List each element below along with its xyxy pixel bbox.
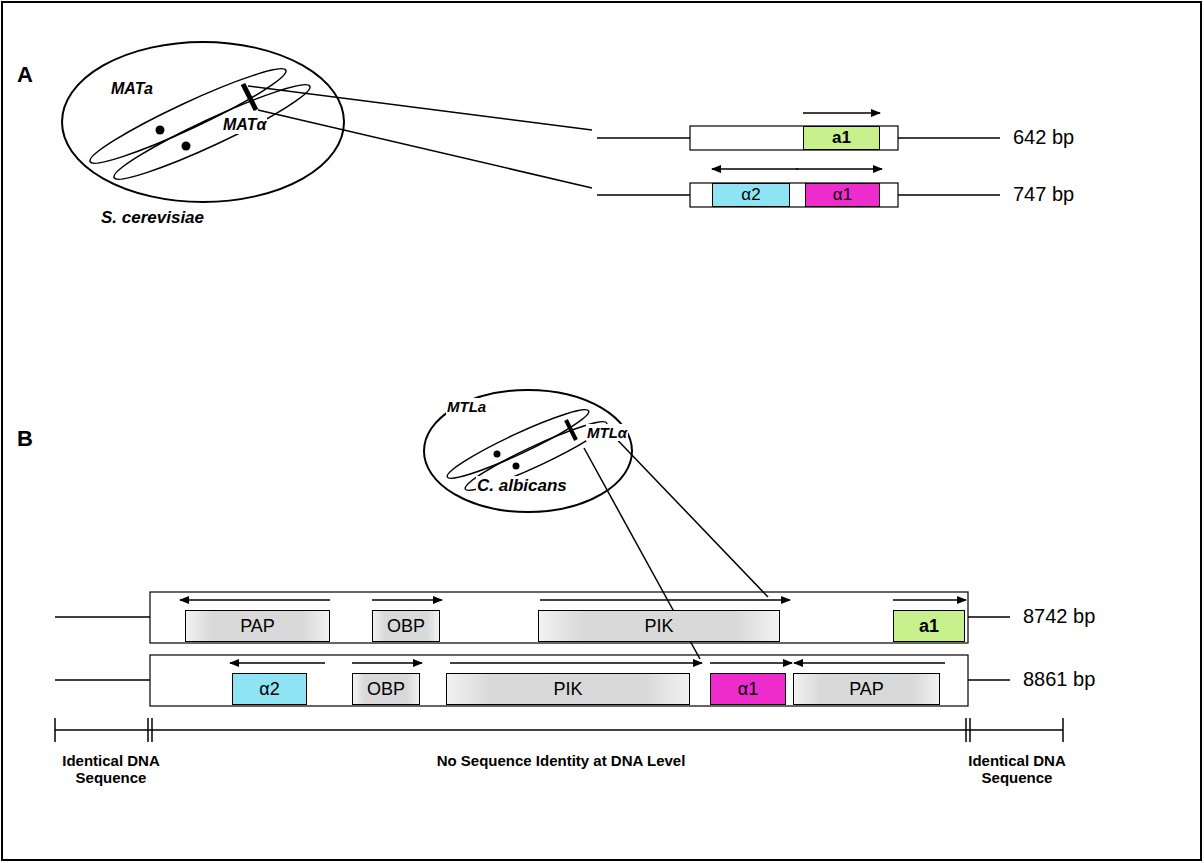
gene-name: PIK [644,616,673,637]
gene-box: a1 [803,126,880,150]
gene-name: a1 [919,616,939,637]
gene-name: a1 [832,128,851,148]
gene-name: OBP [387,616,425,637]
gene-name: OBP [367,679,405,700]
locus-name: MATa [110,80,154,98]
gene-box: PIK [538,610,780,642]
gene-name: α2 [741,185,760,205]
size-label: 747 bp [1012,183,1075,206]
gene-box: OBP [372,610,440,642]
species-name: C. albicans [476,476,568,496]
locus-name: MTLa [446,398,487,415]
leader-line [248,86,592,130]
gene-box: PAP [793,673,940,705]
size-label: 642 bp [1012,126,1075,149]
gene-box: PAP [185,610,330,642]
panel-letter: B [16,426,34,451]
leader-line [258,110,592,188]
size-label: 8742 bp [1022,605,1096,628]
gene-name: PIK [553,679,582,700]
candida-cell [424,390,632,512]
species-name: S. cerevisiae [100,208,205,228]
gene-name: α2 [259,679,279,700]
gene-name: PAP [240,616,275,637]
mtl-locus [55,592,1010,706]
gene-name: α1 [833,185,852,205]
gene-box: OBP [352,673,420,705]
region-label: Identical DNA Sequence [946,752,1088,787]
yeast-cell [62,42,344,202]
locus-name: MTLα [586,424,628,441]
gene-box: α2 [232,673,307,705]
gene-name: PAP [849,679,884,700]
gene-box: a1 [893,610,965,642]
gene-box: α2 [712,183,790,207]
gene-box: α1 [710,673,786,705]
region-label: Identical DNA Sequence [40,752,182,787]
panel-letter: A [16,62,34,87]
mat-locus [597,113,1000,207]
locus-name: MATα [222,116,267,134]
gene-box: α1 [805,183,880,207]
region-label: No Sequence Identity at DNA Level [360,752,762,769]
gene-box: PIK [446,673,690,705]
gene-name: α1 [738,679,758,700]
region-bracket [55,718,1063,742]
leader-line [606,428,768,597]
size-label: 8861 bp [1022,668,1096,691]
